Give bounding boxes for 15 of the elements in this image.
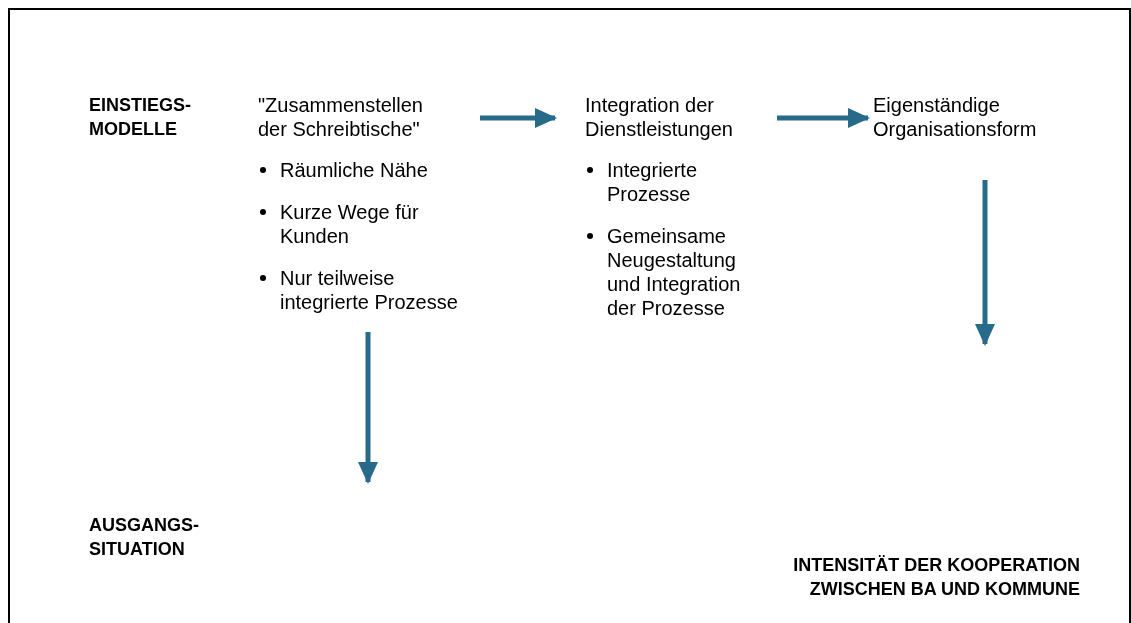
- bullet-item: Kurze Wege für Kunden: [280, 200, 480, 248]
- arrow: [480, 108, 557, 128]
- arrow: [975, 180, 995, 346]
- bullet-item: Integrierte Prozesse: [607, 158, 762, 206]
- step-heading: "Zusammenstellen der Schreibtische": [258, 93, 424, 141]
- bullet-item: Räumliche Nähe: [280, 158, 480, 182]
- axis-label: INTENSITÄT DER KOOPERATION ZWISCHEN BA UND KOMMUNE: [792, 554, 1080, 601]
- bullet-item: Nur teilweise integrierte Prozesse: [280, 266, 480, 314]
- axis-label: EINSTIEGS- MODELLE: [89, 94, 192, 141]
- bullet-item: Gemeinsame Neugestaltung und Integration der Prozesse: [607, 224, 762, 320]
- step-heading: Eigenständige Organisationsform: [873, 93, 1038, 141]
- axis-label: AUSGANGS- SITUATION: [89, 514, 200, 561]
- arrow: [777, 108, 870, 128]
- arrow: [358, 332, 378, 484]
- step-heading: Integration der Dienstleistungen: [585, 93, 734, 141]
